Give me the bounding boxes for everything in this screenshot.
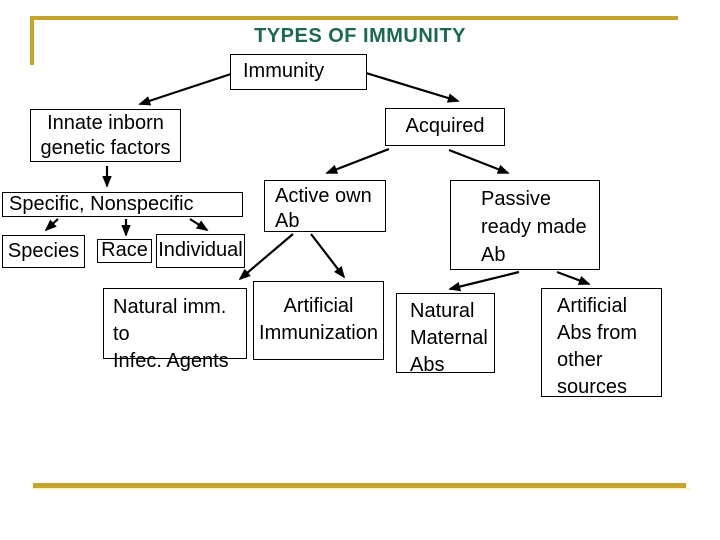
arrow-specific-to-individual	[189, 218, 209, 231]
arrow-passive-to-artificial-abs	[556, 270, 591, 286]
node-acquired: Acquired	[385, 108, 505, 146]
arrow-specific-to-species	[44, 218, 59, 232]
bottom-gold-rule	[33, 483, 686, 488]
node-artificial-immunization: Artificial Immunization	[253, 281, 384, 360]
arrow-immunity-to-innate	[138, 71, 235, 106]
node-artificial-abs-other: Artificial Abs from other sources	[541, 288, 662, 398]
left-gold-rule	[30, 16, 34, 65]
bottom-pale-rule	[33, 488, 690, 490]
arrow-active-to-artificial-imm	[310, 233, 346, 279]
node-passive-ready-made-ab: Passive ready made Ab	[450, 180, 600, 270]
node-immunity: Immunity	[230, 54, 367, 90]
node-natural-immunity: Natural imm. to Infec. Agents	[103, 288, 247, 372]
node-race: Race	[97, 239, 152, 263]
arrow-acquired-to-passive	[448, 148, 510, 175]
arrow-immunity-to-acquired	[365, 71, 460, 103]
node-innate-inborn: Innate inborn genetic factors	[30, 109, 181, 162]
top-gold-rule	[30, 16, 678, 20]
node-species: Species	[2, 235, 85, 268]
node-active-own-ab: Active own Ab	[264, 180, 386, 232]
node-specific-nonspecific: Specific, Nonspecific	[2, 192, 243, 217]
arrow-passive-to-natural-maternal	[448, 270, 520, 292]
arrow-active-to-natural-imm	[238, 233, 294, 281]
arrow-acquired-to-active	[325, 147, 390, 175]
node-natural-maternal-abs: Natural Maternal Abs	[396, 293, 495, 376]
slide-title: TYPES OF IMMUNITY	[254, 25, 466, 47]
node-individual: Individual	[156, 234, 245, 268]
